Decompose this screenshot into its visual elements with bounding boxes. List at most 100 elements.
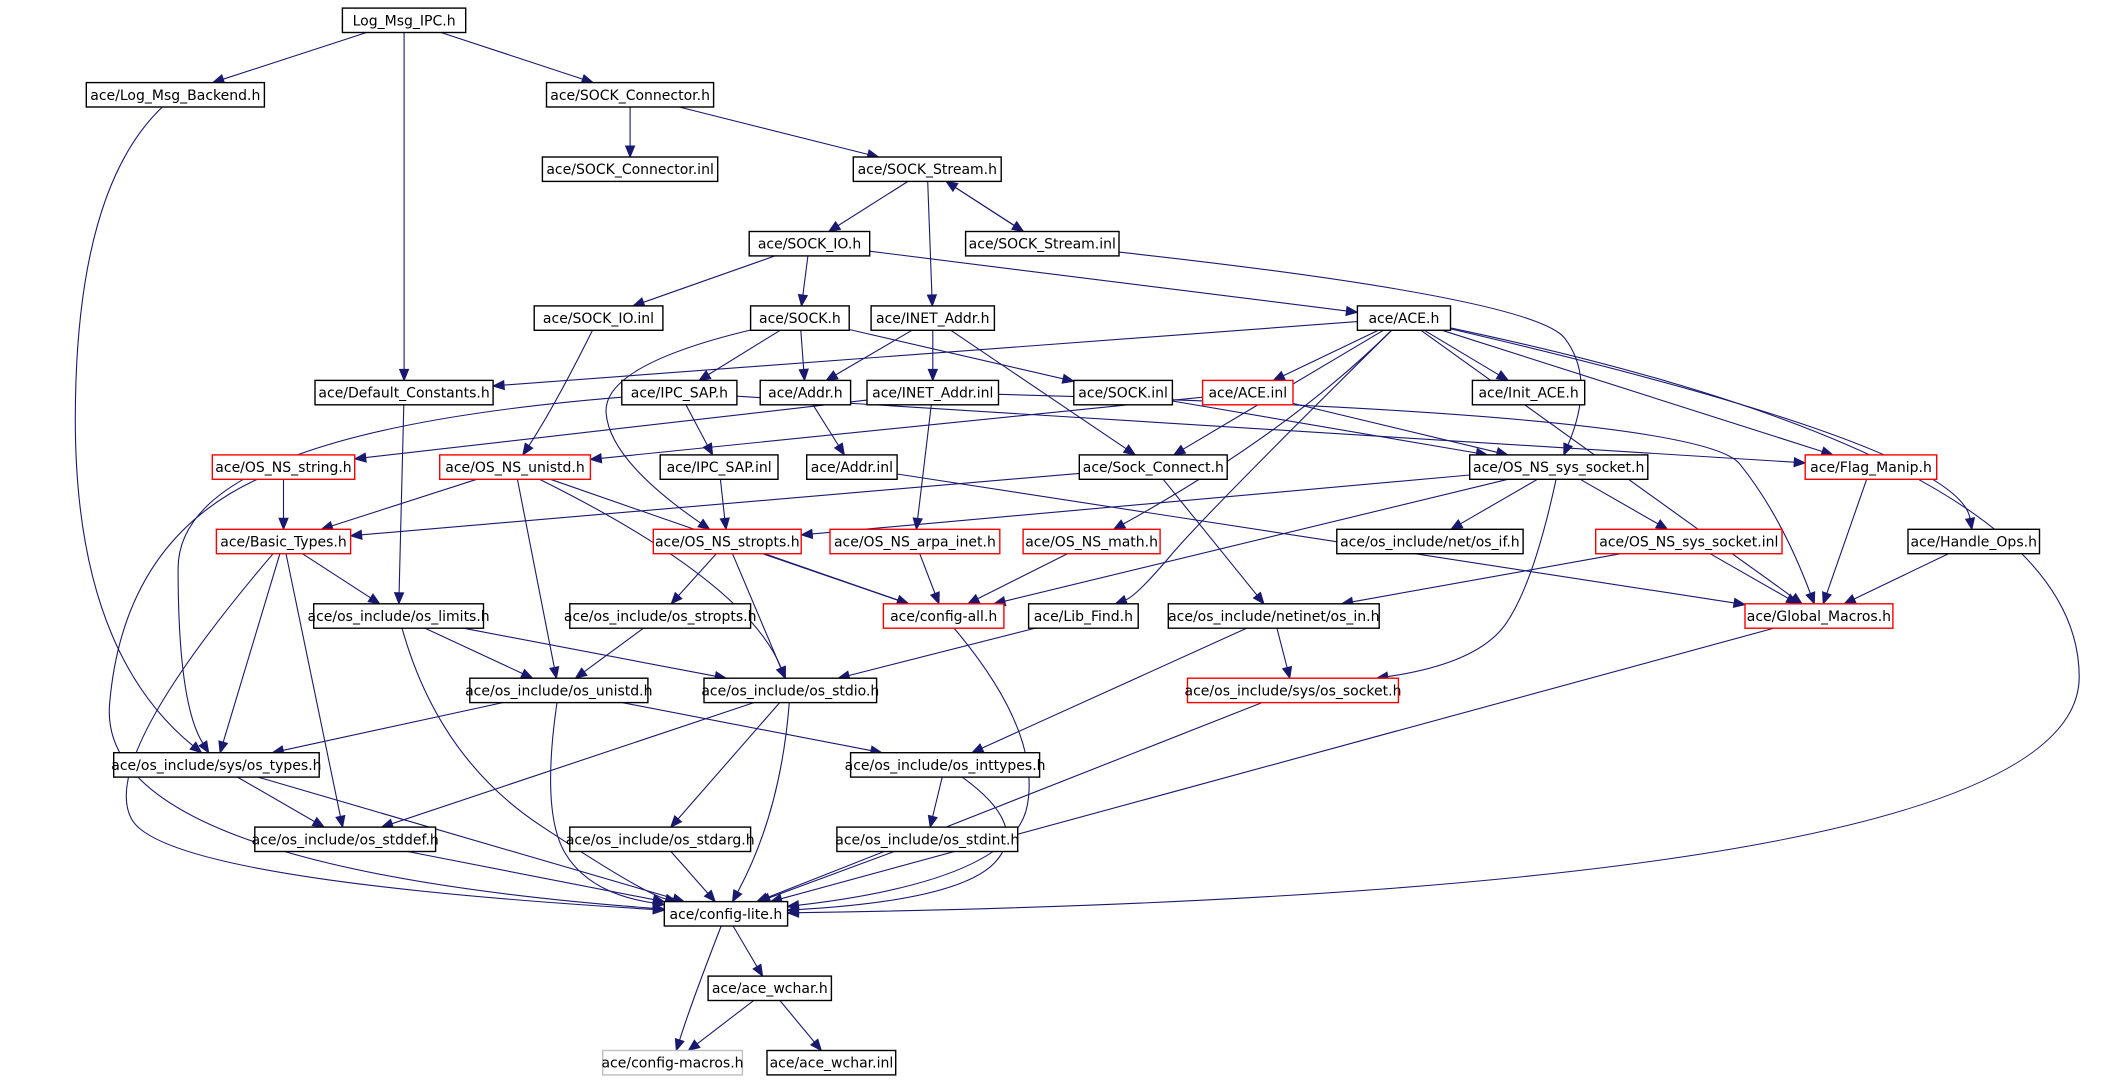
node-os-ns-arpa-inet-h[interactable]: ace/OS_NS_arpa_inet.h [829, 528, 1001, 555]
node-sock-io-h[interactable]: ace/SOCK_IO.h [748, 230, 871, 257]
edge-arrowhead [624, 145, 636, 159]
node-inet-addr-inl[interactable]: ace/INET_Addr.inl [866, 379, 1000, 406]
node-os-ns-sys-socket-h[interactable]: ace/OS_NS_sys_socket.h [1468, 454, 1649, 480]
edge-arrowhead [574, 667, 588, 679]
node-label: ace/SOCK_IO.inl [543, 311, 654, 327]
node-sock-stream-h[interactable]: ace/SOCK_Stream.h [852, 156, 1002, 183]
node-os-ns-math-h[interactable]: ace/OS_NS_math.h [1022, 528, 1161, 555]
node-os-stdio-h[interactable]: ace/os_include/os_stdio.h [701, 677, 879, 704]
node-sock-connector-inl[interactable]: ace/SOCK_Connector.inl [541, 156, 719, 183]
edge-ace_h-to-init_ace_h [1424, 329, 1510, 382]
node-global-macros-h[interactable]: ace/Global_Macros.h [1744, 603, 1894, 629]
node-sys-os-socket-h[interactable]: ace/os_include/sys/os_socket.h [1185, 677, 1402, 704]
node-box [1078, 454, 1228, 480]
edge-line [781, 627, 1775, 900]
node-addr-h[interactable]: ace/Addr.h [759, 379, 852, 406]
edge-arrowhead [929, 591, 940, 606]
node-label: ace/os_include/os_inttypes.h [845, 758, 1046, 774]
node-handle-ops-h[interactable]: ace/Handle_Ops.h [1907, 528, 2041, 555]
node-os-ns-string-h[interactable]: ace/OS_NS_string.h [211, 454, 356, 480]
node-os-include-net-os-if-h[interactable]: ace/os_include/net/os_if.h [1336, 528, 1524, 555]
node-sock-stream-inl[interactable]: ace/SOCK_Stream.inl [964, 230, 1120, 257]
node-ipc-sap-inl[interactable]: ace/IPC_SAP.inl [659, 454, 779, 480]
edge-arrowhead [731, 889, 743, 903]
node-init-ace-h[interactable]: ace/Init_ACE.h [1471, 379, 1586, 406]
node-default-constants-h[interactable]: ace/Default_Constants.h [314, 379, 494, 406]
node-os-ns-unistd-h[interactable]: ace/OS_NS_unistd.h [439, 454, 592, 480]
edge-addr_inl-to-global_macros_h [897, 473, 1747, 608]
node-addr-inl[interactable]: ace/Addr.inl [806, 454, 898, 480]
node-box [621, 379, 738, 406]
edge-arrowhead [189, 741, 203, 754]
node-sys-os-types-h[interactable]: ace/os_include/sys/os_types.h [111, 752, 322, 778]
edge-line [583, 627, 644, 673]
edge-os_ns_arpa_inet_h-to-config_all_h [919, 553, 940, 606]
edge-line [516, 479, 555, 668]
node-box [602, 1049, 744, 1076]
node-box [1356, 305, 1452, 331]
edge-arrowhead [926, 294, 938, 308]
node-sock-connector-h[interactable]: ace/SOCK_Connector.h [545, 81, 715, 108]
node-config-lite-h[interactable]: ace/config-lite.h [663, 900, 789, 927]
node-os-ns-sys-socket-inl[interactable]: ace/OS_NS_sys_socket.inl [1594, 528, 1783, 555]
edge-arrowhead [809, 1038, 823, 1052]
node-ace-wchar-h[interactable]: ace/ace_wchar.h [707, 975, 833, 1002]
node-box [852, 156, 1002, 183]
node-label: ace/Init_ACE.h [1478, 386, 1578, 402]
node-ace-h[interactable]: ace/ACE.h [1356, 305, 1452, 331]
node-os-stdint-h[interactable]: ace/os_include/os_stdint.h [835, 826, 1019, 853]
node-sock-h[interactable]: ace/SOCK.h [749, 305, 850, 331]
edge-os_stddef_h-to-config_lite_h [407, 850, 666, 905]
edge-arrowhead [1785, 593, 1799, 605]
node-label: ace/os_include/net/os_if.h [1340, 535, 1520, 551]
node-os-inttypes-h[interactable]: ace/os_include/os_inttypes.h [845, 752, 1046, 778]
edge-os_limits_h-to-os_stdio_h [462, 627, 728, 682]
node-box [748, 230, 871, 257]
node-os-ns-stropts-h[interactable]: ace/OS_NS_stropts.h [652, 528, 802, 555]
node-config-macros-h[interactable]: ace/config-macros.h [601, 1049, 744, 1076]
node-log-msg-backend-h[interactable]: ace/Log_Msg_Backend.h [85, 81, 266, 108]
node-flag-manip-h[interactable]: ace/Flag_Manip.h [1804, 454, 1938, 480]
node-inet-addr-h[interactable]: ace/INET_Addr.h [870, 305, 996, 331]
edge-arrowhead [491, 379, 505, 391]
node-label: ace/ACE.inl [1208, 386, 1287, 402]
edge-ipc_sap_h-to-ipc_sap_inl [685, 404, 714, 457]
node-box [314, 379, 494, 406]
edge-arrowhead [218, 740, 229, 754]
node-os-limits-h[interactable]: ace/os_include/os_limits.h [308, 603, 490, 629]
edge-arrowhead [1964, 517, 1976, 531]
edge-arrowhead [799, 528, 814, 540]
node-ace-inl[interactable]: ace/ACE.inl [1201, 379, 1294, 406]
node-label: ace/config-lite.h [670, 907, 783, 923]
node-sock-io-inl[interactable]: ace/SOCK_IO.inl [533, 305, 664, 331]
node-box [439, 454, 592, 480]
edge-sock_connect_h-to-netinet_os_in_h [1162, 478, 1265, 605]
edge-line [1172, 400, 1477, 454]
node-box [254, 826, 437, 853]
node-sock-connect-h[interactable]: ace/Sock_Connect.h [1078, 454, 1228, 480]
node-os-stropts-h[interactable]: ace/os_include/os_stropts.h [564, 603, 757, 629]
node-box [541, 156, 719, 183]
node-os-stddef-h[interactable]: ace/os_include/os_stddef.h [252, 826, 439, 853]
edge-line [679, 925, 722, 1041]
node-os-stdarg-h[interactable]: ace/os_include/os_stdarg.h [566, 826, 755, 853]
edge-os_inttypes_h-to-os_stdint_h [927, 776, 943, 829]
node-ipc-sap-h[interactable]: ace/IPC_SAP.h [621, 379, 738, 406]
node-box [1073, 379, 1174, 406]
node-ace-wchar-inl[interactable]: ace/ace_wchar.inl [766, 1049, 897, 1076]
node-basic-types-h[interactable]: ace/Basic_Types.h [215, 528, 352, 555]
node-os-unistd-h[interactable]: ace/os_include/os_unistd.h [465, 677, 653, 704]
edge-line [643, 255, 776, 303]
node-lib-find-h[interactable]: ace/Lib_Find.h [1027, 603, 1139, 629]
node-label: ace/OS_NS_stropts.h [655, 535, 800, 551]
node-sock-inl[interactable]: ace/SOCK.inl [1073, 379, 1174, 406]
node-netinet-os-in-h[interactable]: ace/os_include/netinet/os_in.h [1167, 603, 1380, 629]
edge-config_lite_h-to-ace_wchar_h [732, 925, 764, 978]
edge-arrowhead [1654, 519, 1669, 530]
edge-line [605, 329, 751, 524]
edge-os_ns_stropts_h-to-os_stropts_h [670, 553, 717, 605]
edge-arrowhead [1172, 444, 1187, 456]
edge-inet_addr_inl-to-os_ns_string_h [353, 399, 868, 463]
node-config-all-h[interactable]: ace/config-all.h [882, 603, 1005, 629]
